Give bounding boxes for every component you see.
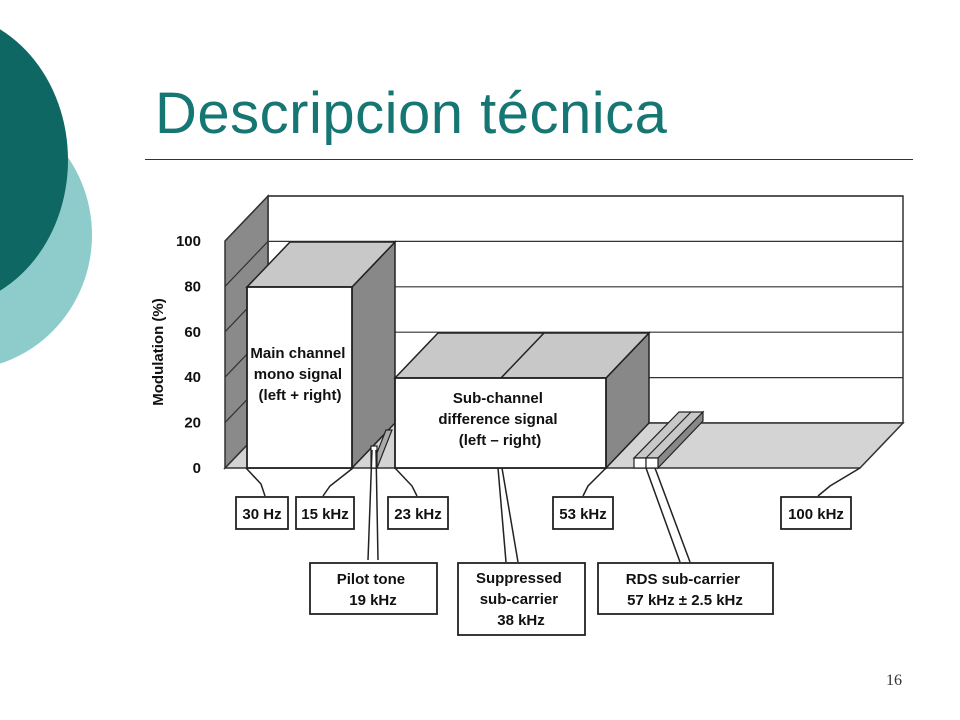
callout-text: RDS sub-carrier 57 kHz ± 2.5 kHz [626,571,744,609]
main-channel-label-line: (left + right) [259,387,342,404]
main-channel-bar-front [246,286,353,469]
sub-channel-label-line: difference signal [438,411,557,428]
rds-marker-front-left [633,457,647,469]
pointer-line [245,467,266,497]
y-tick-label: 100 [176,233,201,250]
y-tick-label: 80 [184,278,201,295]
grid-line [224,195,903,242]
label-box [295,496,355,530]
callout-box [457,562,586,636]
callout-line: 19 kHz [349,592,397,609]
callout-pointer [501,467,519,563]
y-tick-label: 0 [193,460,201,477]
page-number: 16 [886,672,902,689]
callout-text: Suppressed sub-carrier 38 kHz [476,570,566,629]
frequency-label: 53 kHz [559,506,607,523]
callout-text: Pilot tone 19 kHz [337,571,410,609]
sub-channel-label-line: Sub-channel [453,390,543,407]
pointer-line [394,467,418,497]
callout-pointer [654,467,691,563]
callout-pointer [497,467,507,563]
pointer-line [817,467,861,497]
main-channel-label: Main channel mono signal (left + right) [250,345,349,404]
callout-pointer [645,467,681,563]
y-axis-ticks: 0 20 40 60 80 100 [176,233,201,477]
sub-channel-bar-front [394,377,607,469]
callout-pilot-tone: Pilot tone 19 kHz [309,449,438,615]
rds-marker-front-right [645,457,659,469]
callout-line: Pilot tone [337,571,405,588]
frequency-label: 100 kHz [788,506,844,523]
callout-box [309,562,438,615]
rds-marker-divider [645,411,692,459]
frequency-label-53khz: 53 kHz [552,467,614,530]
label-box [235,496,289,530]
y-tick-label: 40 [184,369,201,386]
callout-rds-subcarrier: RDS sub-carrier 57 kHz ± 2.5 kHz [597,467,774,615]
dark-teal-circle [0,29,68,291]
frequency-label-15khz: 15 kHz [295,467,355,530]
frequency-label-23khz: 23 kHz [387,467,449,530]
pointer-line [582,467,607,497]
callout-suppressed-subcarrier: Suppressed sub-carrier 38 kHz [457,467,586,636]
callout-line: 57 kHz ± 2.5 kHz [627,592,743,609]
main-channel-label-line: mono signal [254,366,342,383]
callout-line: RDS sub-carrier [626,571,740,588]
sub-channel-label-line: (left – right) [459,432,542,449]
label-box [552,496,614,530]
callout-box [597,562,774,615]
y-axis-label: Modulation (%) [150,298,167,405]
title-divider [145,159,913,160]
frequency-label-100khz: 100 kHz [780,467,861,530]
frequency-label: 30 Hz [242,506,281,523]
frequency-label-30hz: 30 Hz [235,467,289,530]
slide-title: Descripcion técnica [155,81,668,146]
label-box [780,496,852,530]
frequency-label: 23 kHz [394,506,442,523]
frequency-label: 15 kHz [301,506,349,523]
main-channel-label-line: Main channel [250,345,345,362]
callout-line: 38 kHz [497,612,545,629]
sub-channel-label: Sub-channel difference signal (left – ri… [438,390,561,449]
label-box [387,496,449,530]
callout-pointer [367,449,373,561]
pointer-line [322,467,354,497]
y-tick-label: 60 [184,324,201,341]
suppressed-carrier-line [500,332,545,379]
callout-pointer [375,449,379,561]
callout-line: sub-carrier [480,591,559,608]
callout-line: Suppressed [476,570,562,587]
decorative-circles [0,29,92,364]
grid-line [224,240,903,287]
y-tick-label: 20 [184,415,201,432]
